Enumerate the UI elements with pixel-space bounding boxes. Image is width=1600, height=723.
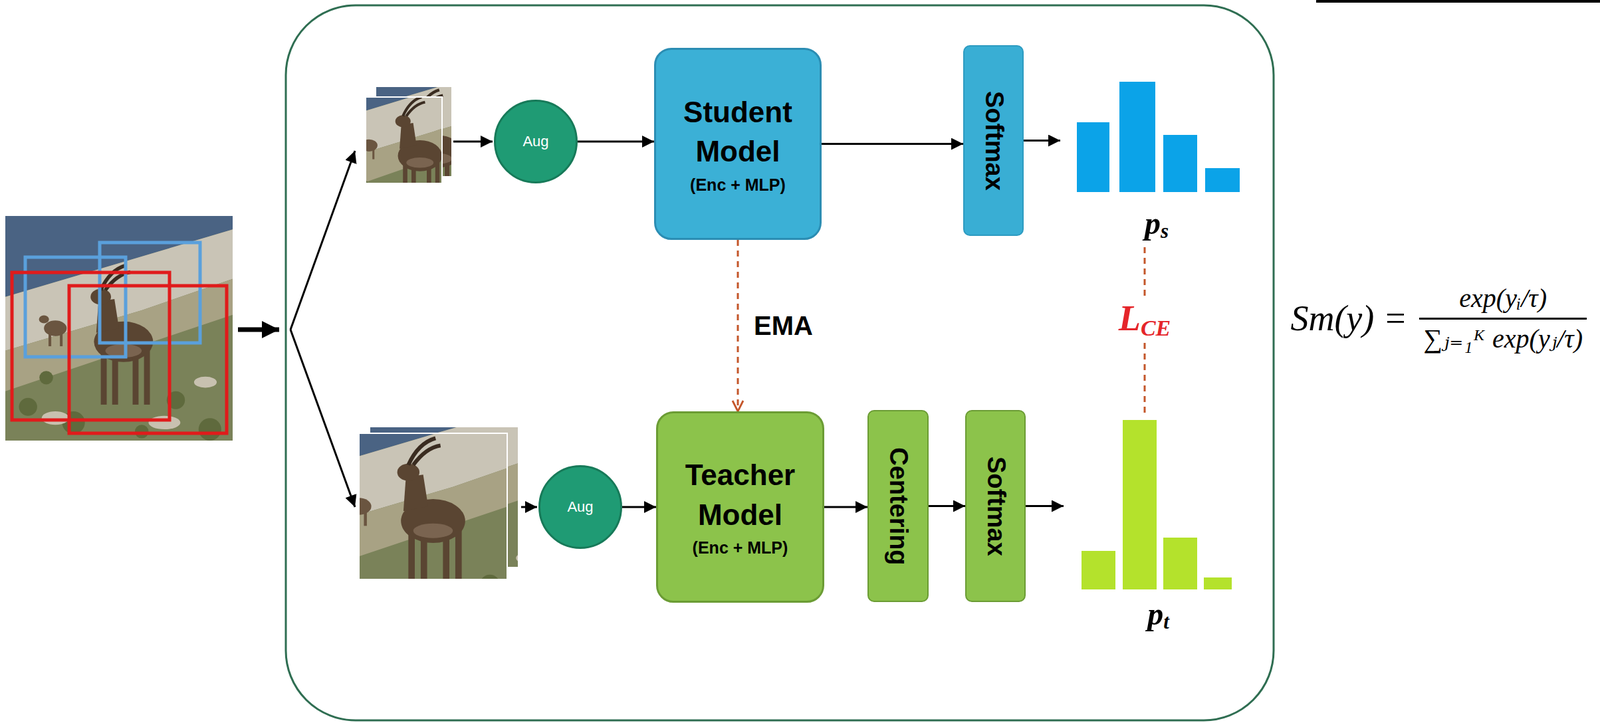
aug-circle: Aug <box>493 99 578 184</box>
global-crop <box>69 285 227 434</box>
arrow-connector <box>577 140 655 143</box>
global-view-thumb <box>304 384 552 629</box>
local-view-thumb <box>331 59 502 232</box>
crop-arrow <box>521 506 538 509</box>
arrow-connector <box>622 506 657 509</box>
centering-box: Centering <box>867 410 929 603</box>
formula-numerator: exp(yᵢ/τ) <box>1455 281 1551 318</box>
softmax-box: Softmax <box>965 410 1026 603</box>
input-arrow <box>237 327 280 333</box>
container-outline <box>285 5 1274 721</box>
crop-arrow <box>453 140 493 143</box>
softmax-label: Softmax <box>979 91 1008 191</box>
thumb-border <box>358 433 508 580</box>
centering-label: Centering <box>884 447 913 566</box>
teacher-model-box: Teacher Model(Enc + MLP) <box>656 411 825 603</box>
local-crop <box>99 242 201 343</box>
input-image <box>5 216 233 441</box>
fork-arrow <box>290 329 355 508</box>
arrow-connector <box>1025 505 1064 508</box>
loss-label: LCE <box>1113 295 1177 344</box>
distribution-chart: ps <box>1060 73 1254 248</box>
thumb-border <box>365 97 443 184</box>
arrow-connector <box>1023 139 1061 142</box>
student-bars <box>1076 81 1240 193</box>
model-title: Teacher Model <box>658 455 823 535</box>
top-rule <box>1316 0 1600 3</box>
formula-fraction: exp(yᵢ/τ) ∑ⱼ₌₁ᴷ exp(yⱼ/τ) <box>1419 281 1587 356</box>
softmax-box: Softmax <box>963 45 1024 236</box>
aug-circle: Aug <box>538 465 623 550</box>
distribution-chart: pt <box>1063 415 1254 639</box>
dashed-connector <box>737 239 740 412</box>
formula-denominator: ∑ⱼ₌₁ᴷ exp(yⱼ/τ) <box>1419 317 1587 356</box>
arrow-connector <box>928 505 966 508</box>
global-crop <box>11 272 170 421</box>
ema-label: EMA <box>749 308 817 343</box>
arrow-connector <box>824 506 868 509</box>
arrow-connector <box>821 142 964 145</box>
fork-arrow <box>290 150 355 330</box>
softmax-label: Softmax <box>981 456 1010 557</box>
formula-lhs: Sm(y) = <box>1290 297 1408 341</box>
model-title: Student Model <box>656 92 820 172</box>
softmax-formula: Sm(y) = exp(yᵢ/τ) ∑ⱼ₌₁ᴷ exp(yⱼ/τ) <box>1284 279 1593 359</box>
model-subtitle: (Enc + MLP) <box>689 174 786 197</box>
aug-label: Aug <box>567 498 593 516</box>
distribution-label: ps <box>1144 204 1169 244</box>
model-subtitle: (Enc + MLP) <box>692 537 789 560</box>
aug-label: Aug <box>522 132 549 151</box>
student-model-box: Student Model(Enc + MLP) <box>654 47 822 240</box>
teacher-bars <box>1081 420 1232 590</box>
distribution-label: pt <box>1147 594 1170 635</box>
